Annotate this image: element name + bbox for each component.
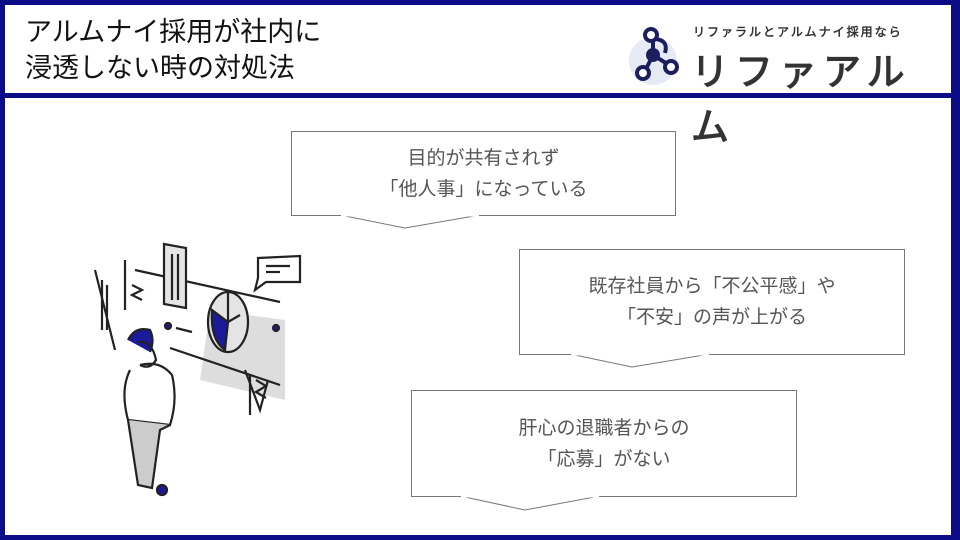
callout-2-line-2: 「不安」の声が上がる <box>616 306 807 328</box>
callout-1-line-2: 「他人事」になっている <box>379 177 588 200</box>
logo-name: リファアルム <box>691 50 911 149</box>
callout-1-tail <box>340 215 480 229</box>
callout-2: 既存社員から「不公平感」や 「不安」の声が上がる <box>519 249 905 355</box>
network-logo-icon <box>629 27 679 85</box>
logo-tagline: リファラルとアルムナイ採用なら <box>693 25 903 39</box>
page-title: アルムナイ採用が社内に 浸透しない時の対処法 <box>25 15 321 87</box>
callout-3: 肝心の退職者からの 「応募」がない <box>411 390 797 497</box>
callout-2-line-1: 既存社員から「不公平感」や <box>588 275 836 297</box>
title-line-1: アルムナイ採用が社内に <box>25 17 322 48</box>
logo: リファラルとアルムナイ採用なら リファアルム <box>623 19 933 149</box>
callout-3-line-1: 肝心の退職者からの <box>518 416 690 439</box>
person-viewing-charts-illustration <box>93 242 302 497</box>
header: アルムナイ採用が社内に 浸透しない時の対処法 リファラルとアルムナイ採用なら リ… <box>5 5 951 149</box>
callout-2-tail <box>570 354 710 368</box>
callout-1: 目的が共有されず 「他人事」になっている <box>291 131 676 216</box>
callout-3-line-2: 「応募」がない <box>537 447 671 470</box>
callout-1-line-1: 目的が共有されず <box>407 146 560 169</box>
callout-3-tail <box>460 496 600 511</box>
title-line-2: 浸透しない時の対処法 <box>25 53 295 84</box>
